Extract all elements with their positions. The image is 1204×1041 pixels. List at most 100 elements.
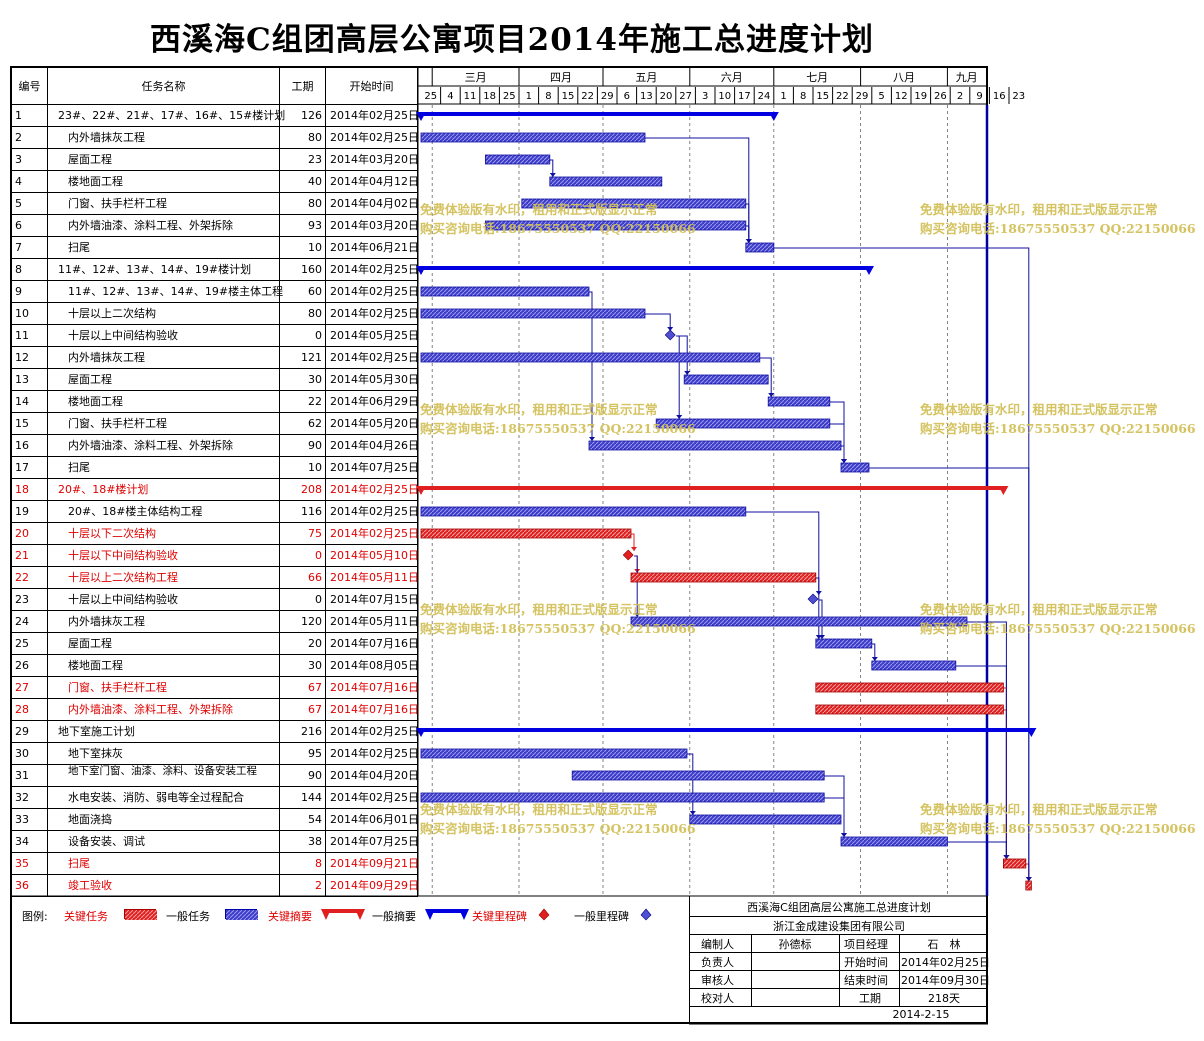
row-start: 2014年04月26日	[330, 439, 419, 452]
watermark-line1: 免费体验版有水印，租用和正式版显示正常	[920, 802, 1158, 817]
row-id: 18	[15, 483, 29, 496]
row-task-name: 屋面工程	[68, 153, 112, 166]
row-duration: 93	[308, 219, 322, 232]
row-task-name: 23#、22#、21#、17#、16#、15#楼计划	[58, 109, 286, 122]
row-task-name: 十层以上二次结构	[68, 307, 156, 320]
row-duration: 0	[315, 329, 322, 342]
dependency-arrow	[1003, 855, 1010, 859]
row-id: 25	[15, 637, 29, 650]
header-duration: 工期	[280, 68, 326, 105]
page-title: 西溪海C组团高层公寓项目2014年施工总进度计划	[150, 22, 874, 58]
row-task-name: 扫尾	[68, 857, 90, 870]
row-start: 2014年09月29日	[330, 879, 419, 892]
day-label: 16	[993, 91, 1006, 102]
row-id: 29	[15, 725, 29, 738]
row-id: 7	[15, 241, 22, 254]
header-name: 任务名称	[48, 68, 280, 105]
info-pm: 石 林	[927, 938, 961, 951]
row-task-name: 门窗、扶手栏杆工程	[68, 681, 167, 694]
row-duration: 0	[315, 593, 322, 606]
watermark-line1: 免费体验版有水印，租用和正式版显示正常	[920, 402, 1158, 417]
column-divider	[47, 105, 48, 897]
dependency-arrow	[1003, 855, 1010, 859]
row-start: 2014年05月10日	[330, 549, 419, 562]
row-start: 2014年05月11日	[330, 615, 419, 628]
header-id: 编号	[12, 68, 48, 105]
legend-normal-summary-label: 一般摘要	[372, 910, 416, 923]
row-duration: 22	[308, 395, 322, 408]
row-task-name: 设备安装、调试	[68, 835, 145, 848]
watermark-line1: 免费体验版有水印，租用和正式版显示正常	[420, 602, 658, 617]
row-task-name: 十层以下二次结构	[68, 527, 156, 540]
row-id: 13	[15, 373, 29, 386]
watermark: 免费体验版有水印，租用和正式版显示正常购买咨询电话:18675550537 QQ…	[420, 800, 696, 838]
row-start: 2014年02月25日	[330, 725, 419, 738]
row-id: 24	[15, 615, 29, 628]
row-start: 2014年08月05日	[330, 659, 419, 672]
summary-cap-end	[1026, 728, 1037, 737]
row-duration: 120	[301, 615, 322, 628]
row-task-name: 楼地面工程	[68, 175, 123, 188]
row-start: 2014年07月15日	[330, 593, 419, 606]
row-task-name: 十层以下中间结构验收	[68, 549, 178, 562]
row-start: 2014年07月25日	[330, 461, 419, 474]
watermark-line2: 购买咨询电话:18675550537 QQ:22150066	[920, 221, 1196, 236]
watermark-line1: 免费体验版有水印，租用和正式版显示正常	[420, 202, 658, 217]
row-id: 15	[15, 417, 29, 430]
row-id: 31	[15, 769, 29, 782]
row-task-name: 楼地面工程	[68, 395, 123, 408]
row-start: 2014年03月20日	[330, 219, 419, 232]
row-task-name: 竣工验收	[68, 879, 112, 892]
watermark-line2: 购买咨询电话:18675550537 QQ:22150066	[920, 621, 1196, 636]
row-start: 2014年04月02日	[330, 197, 419, 210]
row-task-name: 楼地面工程	[68, 659, 123, 672]
row-start: 2014年05月30日	[330, 373, 419, 386]
row-id: 23	[15, 593, 29, 606]
row-start: 2014年02月25日	[330, 307, 419, 320]
row-start: 2014年06月21日	[330, 241, 419, 254]
row-id: 35	[15, 857, 29, 870]
row-id: 28	[15, 703, 29, 716]
dependency-arrow	[1003, 855, 1010, 859]
watermark-line2: 购买咨询电话:18675550537 QQ:22150066	[420, 221, 696, 236]
dependency-arrow	[1025, 877, 1032, 881]
legend-normal-milestone-swatch	[640, 908, 652, 921]
row-task-name: 水电安装、消防、弱电等全过程配合	[68, 791, 244, 804]
row-duration: 90	[308, 769, 322, 782]
row-start: 2014年09月21日	[330, 857, 419, 870]
row-task-name: 内外墙油漆、涂料工程、外架拆除	[68, 703, 233, 716]
row-duration: 80	[308, 131, 322, 144]
info-end-label: 结束时间	[844, 974, 888, 987]
header-start: 开始时间	[326, 68, 418, 105]
info-reviewer-label: 审核人	[701, 974, 734, 987]
row-id: 2	[15, 131, 22, 144]
row-id: 16	[15, 439, 29, 452]
row-start: 2014年02月25日	[330, 109, 419, 122]
row-start: 2014年02月25日	[330, 791, 419, 804]
row-id: 14	[15, 395, 29, 408]
column-divider	[325, 105, 326, 897]
row-id: 3	[15, 153, 22, 166]
row-duration: 62	[308, 417, 322, 430]
row-start: 2014年02月25日	[330, 747, 419, 760]
row-task-name: 内外墙油漆、涂料工程、外架拆除	[68, 219, 233, 232]
row-id: 8	[15, 263, 22, 276]
row-duration: 20	[308, 637, 322, 650]
row-task-name: 十层以上中间结构验收	[68, 593, 178, 606]
row-id: 1	[15, 109, 22, 122]
row-id: 36	[15, 879, 29, 892]
watermark-line2: 购买咨询电话:18675550537 QQ:22150066	[420, 821, 696, 836]
